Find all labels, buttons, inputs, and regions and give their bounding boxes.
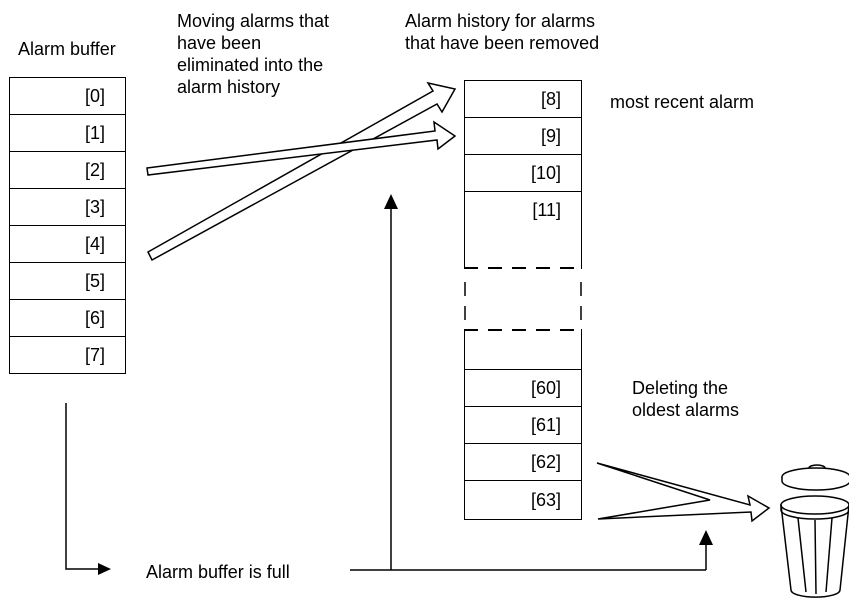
moving-label-line-3: eliminated into the xyxy=(177,55,324,75)
history-title-line-1: Alarm history for alarms xyxy=(405,11,596,31)
buffer-cell-6: [6] xyxy=(9,299,126,337)
buffer-cell-4: [4] xyxy=(9,225,126,263)
most-recent-label: most recent alarm xyxy=(610,92,755,112)
trash-can-icon xyxy=(780,464,849,598)
buffer-full-label: Alarm buffer is full xyxy=(146,562,290,582)
moving-label-line-1: Moving alarms that xyxy=(177,11,330,31)
up-arrowhead-delete xyxy=(699,530,713,545)
buffer-full-arrowhead xyxy=(98,563,111,575)
up-arrowhead-history xyxy=(384,194,398,209)
full-trigger-lines xyxy=(350,208,707,571)
dashed-gap-sides xyxy=(464,282,582,322)
buffer-cell-2: [2] xyxy=(9,151,126,189)
history-cell-9: [9] xyxy=(464,117,582,155)
history-cell-63: [63] xyxy=(464,480,582,520)
buffer-cell-3: [3] xyxy=(9,188,126,226)
deleting-label-line-2: oldest alarms xyxy=(632,400,740,420)
history-cell-10: [10] xyxy=(464,154,582,192)
hollow-arrow-4-to-8 xyxy=(147,81,457,262)
moving-label-line-2: have been xyxy=(177,33,262,53)
buffer-cell-1: [1] xyxy=(9,114,126,152)
buffer-full-arrow xyxy=(65,403,98,570)
alarm-buffer-title: Alarm buffer xyxy=(18,39,116,59)
history-cell-62: [62] xyxy=(464,443,582,481)
hollow-arrow-to-trash xyxy=(596,462,771,523)
buffer-cell-7: [7] xyxy=(9,336,126,374)
history-cell-61: [61] xyxy=(464,406,582,444)
deleting-label-line-1: Deleting the xyxy=(632,378,729,398)
history-title-line-2: that have been removed xyxy=(405,33,600,53)
hollow-arrow-2-to-9 xyxy=(146,120,457,176)
moving-label-line-4: alarm history xyxy=(177,77,281,97)
buffer-cell-0: [0] xyxy=(9,77,126,115)
